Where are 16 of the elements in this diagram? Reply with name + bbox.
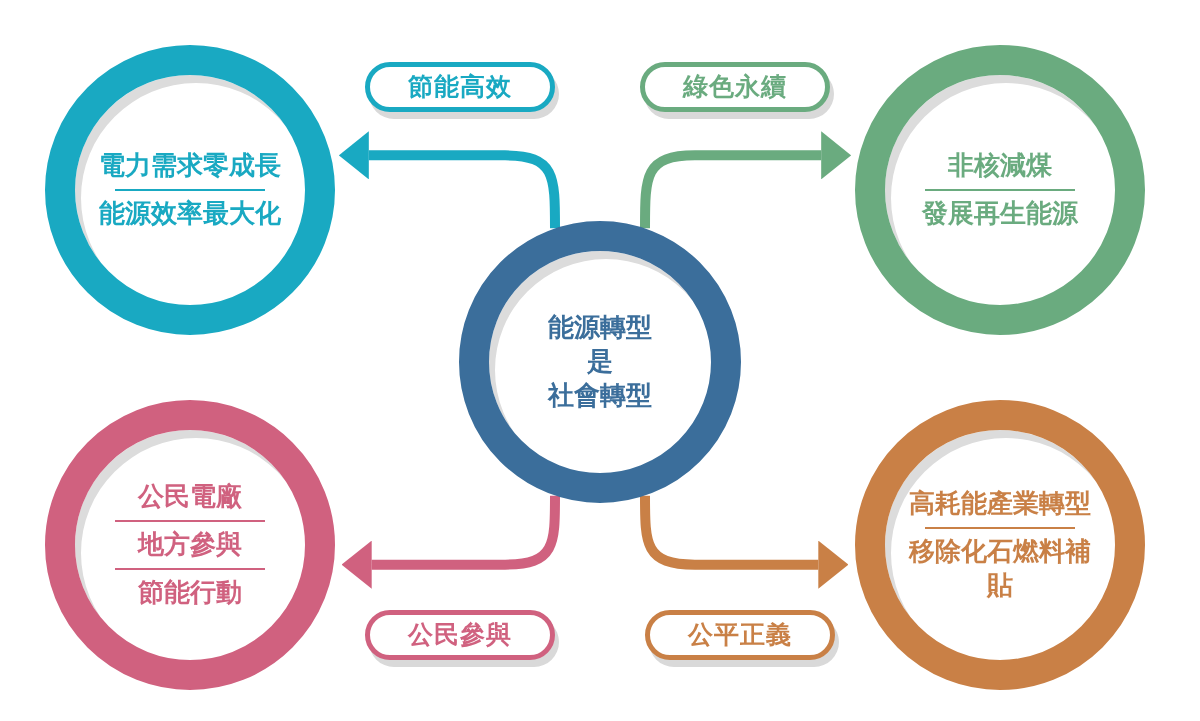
circle-text: 地方參與	[136, 528, 243, 562]
pill-text: 綠色永續	[682, 71, 788, 104]
pill-text: 公民參與	[407, 619, 513, 652]
circle-text: 社會轉型	[546, 378, 653, 412]
circle-text: 公民電廠	[136, 480, 243, 514]
pill-text: 節能高效	[407, 71, 513, 104]
circle-text: 是	[586, 345, 614, 379]
circle-text: 節能行動	[137, 575, 243, 609]
circle-text: 非核減煤	[947, 149, 1053, 183]
circle-text: 能源效率最大化	[98, 197, 282, 230]
circle-text: 能源轉型	[547, 311, 653, 345]
circle-text: 高耗能產業轉型	[908, 487, 1092, 521]
circle-text: 移除化石燃料補貼	[907, 535, 1092, 602]
circle-text: 發展再生能源	[921, 197, 1079, 230]
pill-text: 公平正義	[687, 619, 793, 652]
circle-text: 電力需求零成長	[98, 149, 282, 183]
